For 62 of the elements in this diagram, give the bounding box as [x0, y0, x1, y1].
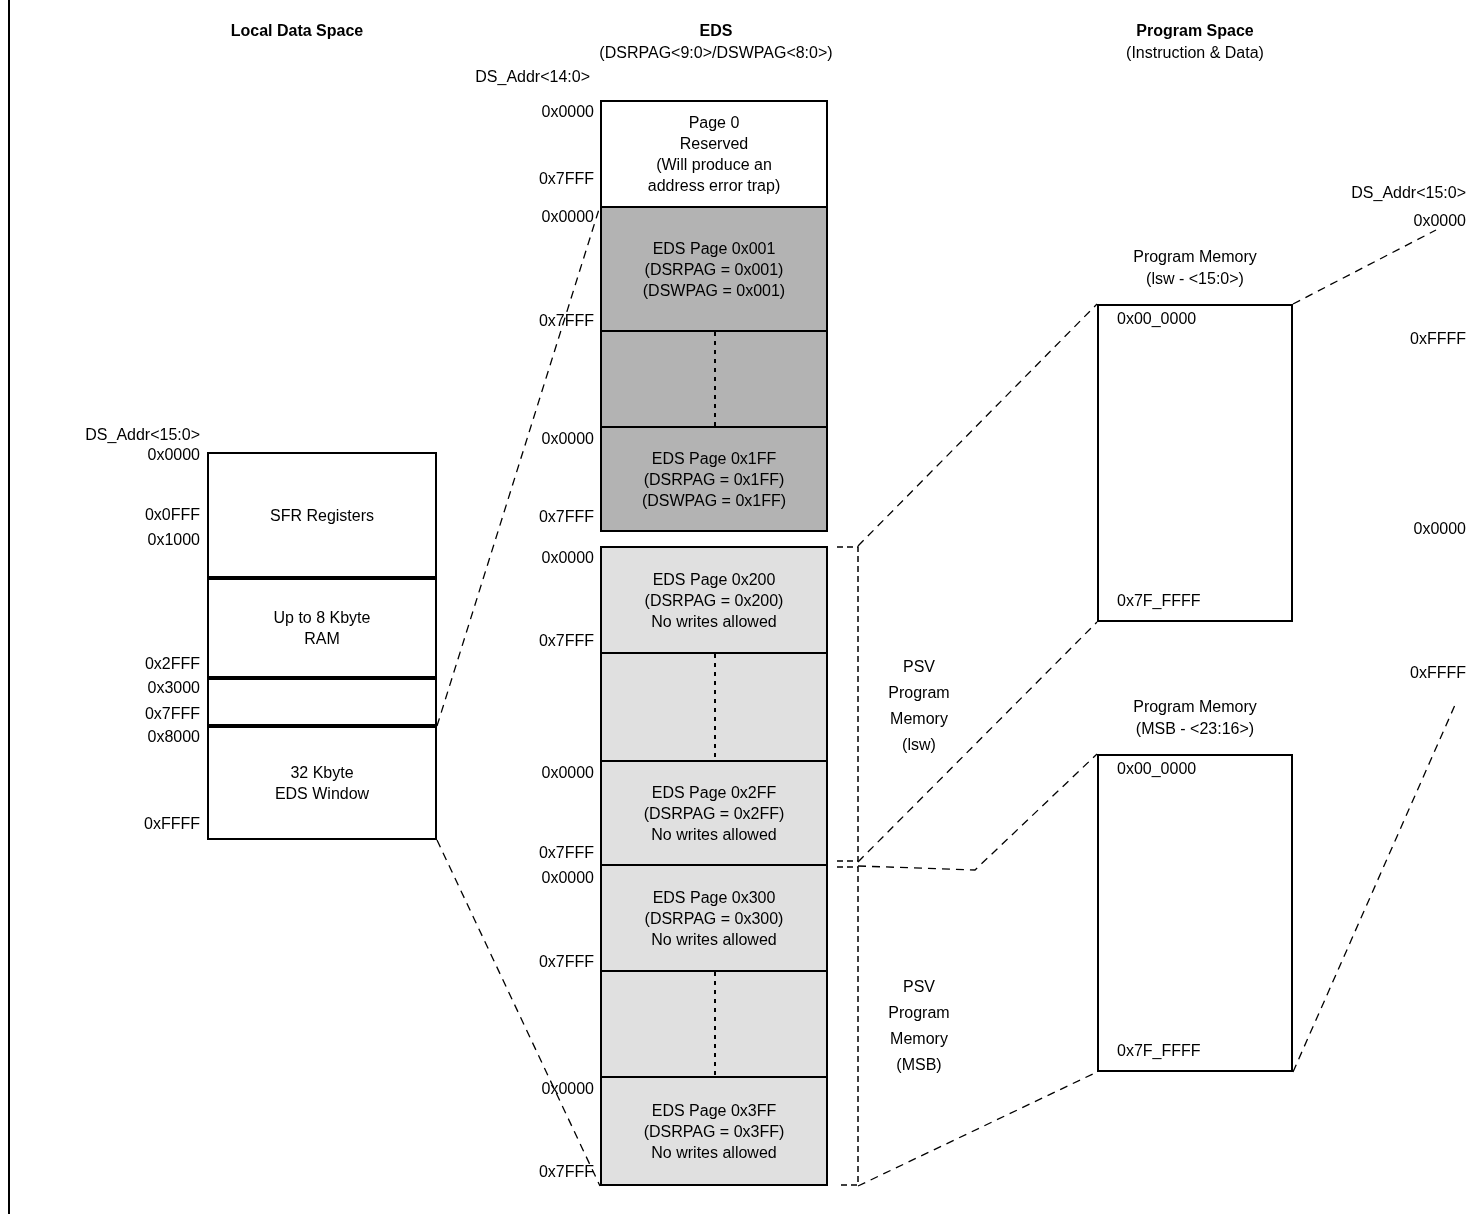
address-label: 0x7FFF [538, 632, 594, 650]
block-heading: Program Memory (lsw - <15:0>) [1132, 247, 1258, 289]
block-heading: Program Memory (MSB - <23:16>) [1132, 697, 1258, 739]
memory-region [600, 652, 828, 762]
address-label: 0x0000 [541, 549, 594, 567]
address-label: 0x0000 [541, 430, 594, 448]
address-label: 0x0000 [541, 103, 594, 121]
address-label: 0x0000 [1406, 212, 1466, 230]
column-heading: Local Data Space [230, 22, 364, 40]
address-label: 0x7FFF [538, 844, 594, 862]
address-label: 0x1000 [147, 531, 200, 549]
dashed-connector [857, 621, 1098, 863]
dashed-connector [1292, 229, 1437, 305]
address-label: 0xFFFF [1410, 664, 1466, 682]
address-label: 0x3000 [147, 679, 200, 697]
address-label: 0x0FFF [144, 506, 200, 524]
address-label: 0x0000 [1413, 520, 1466, 538]
address-label: 0x00_0000 [1117, 760, 1197, 778]
range-label: PSV Program Memory (MSB) [887, 977, 951, 1075]
address-label: 0x00_0000 [1117, 310, 1197, 328]
bus-label: DS_Addr<15:0> [1351, 184, 1466, 202]
bus-label: DS_Addr<14:0> [475, 68, 590, 86]
memory-region: EDS Page 0x300 (DSRPAG = 0x300) No writes allowed [600, 864, 828, 972]
column-heading: Program Space [1136, 22, 1254, 40]
column-heading: EDS [699, 22, 733, 40]
dashed-connector [857, 753, 1098, 871]
memory-region [207, 678, 437, 726]
address-label: 0x0000 [541, 764, 594, 782]
address-label: 0x7F_FFFF [1117, 592, 1201, 610]
address-label: 0x7F_FFFF [1117, 1042, 1201, 1060]
column-heading: (DSRPAG<9:0>/DSWPAG<8:0>) [599, 44, 833, 62]
address-label: 0x7FFF [538, 1163, 594, 1181]
address-label: 0x0000 [541, 208, 594, 226]
range-label: PSV Program Memory (lsw) [887, 657, 951, 755]
address-label: 0x0000 [541, 1080, 594, 1098]
address-label: 0x7FFF [538, 170, 594, 188]
memory-region: EDS Page 0x2FF (DSRPAG = 0x2FF) No writes allowed [600, 760, 828, 866]
address-label: 0x2FFF [144, 655, 200, 673]
address-label: 0x7FFF [538, 508, 594, 526]
address-label: 0x7FFF [538, 953, 594, 971]
address-label: 0x7FFF [538, 312, 594, 330]
memory-region [600, 970, 828, 1078]
memory-region: EDS Page 0x1FF (DSRPAG = 0x1FF) (DSWPAG = 0x1FF) [600, 426, 828, 532]
dashed-connector [857, 303, 1098, 547]
memory-region: EDS Page 0x200 (DSRPAG = 0x200) No writes allowed [600, 546, 828, 654]
memory-region: 32 Kbyte EDS Window [207, 726, 437, 840]
memory-region: Up to 8 Kbyte RAM [207, 578, 437, 678]
address-label: 0x7FFF [144, 705, 200, 723]
dashed-connector [1292, 704, 1456, 1073]
address-label: 0xFFFF [144, 815, 200, 833]
memory-region: Page 0 Reserved (Will produce an address error trap) [600, 100, 828, 208]
bus-label: DS_Addr<15:0> [85, 426, 200, 444]
address-label: 0x0000 [147, 446, 200, 464]
address-label: 0x0000 [541, 869, 594, 887]
address-label: 0xFFFF [1410, 330, 1466, 348]
address-label: 0x8000 [147, 728, 200, 746]
memory-region: EDS Page 0x001 (DSRPAG = 0x001) (DSWPAG = 0x001) [600, 206, 828, 332]
column-heading: (Instruction & Data) [1126, 44, 1264, 62]
dashed-connector [436, 839, 601, 1187]
memory-region [600, 330, 828, 428]
memory-region: EDS Page 0x3FF (DSRPAG = 0x3FF) No writes allowed [600, 1076, 828, 1186]
memory-region: SFR Registers [207, 452, 437, 578]
